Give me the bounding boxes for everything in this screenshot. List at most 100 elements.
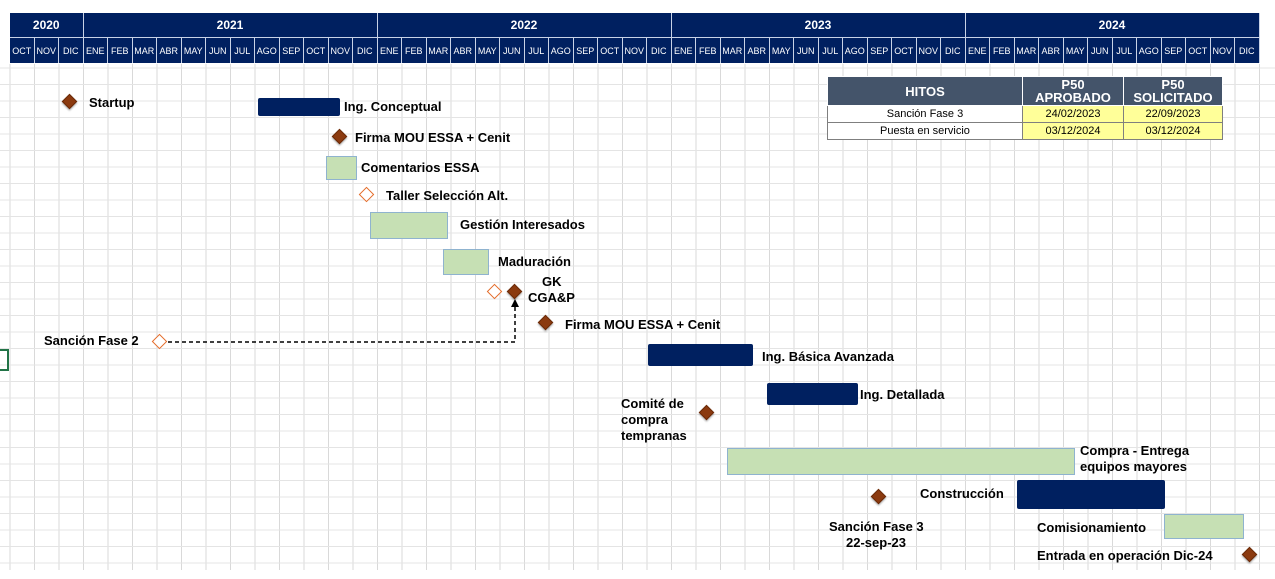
year-header-2020: 2020 (10, 13, 84, 37)
month-header: FEB (696, 37, 721, 63)
label-gestion: Gestión Interesados (460, 217, 585, 232)
label-maduracion: Maduración (498, 254, 571, 269)
month-header: ABR (451, 37, 476, 63)
hitos-cell-name: Puesta en servicio (827, 122, 1023, 140)
month-header: MAR (132, 37, 157, 63)
month-header: AGO (1137, 37, 1162, 63)
label-comite-line1: Comité de (621, 396, 684, 411)
table-row: Sanción Fase 3 24/02/2023 22/09/2023 (827, 105, 1223, 123)
label-firma-mou-2: Firma MOU ESSA + Cenit (565, 317, 721, 332)
month-header: AGO (549, 37, 574, 63)
month-header: JUL (230, 37, 255, 63)
month-header: ENE (965, 37, 990, 63)
label-construccion: Construcción (920, 486, 1004, 501)
label-ing-basica: Ing. Básica Avanzada (762, 349, 894, 364)
task-bar (1017, 480, 1165, 509)
label-ing-detallada: Ing. Detallada (860, 387, 945, 402)
label-comisionamiento: Comisionamiento (1037, 520, 1147, 535)
month-header: MAY (769, 37, 794, 63)
year-header-2023: 2023 (671, 13, 966, 37)
month-header: NOV (328, 37, 353, 63)
label-ing-conceptual: Ing. Conceptual (344, 99, 442, 114)
month-header: MAY (181, 37, 206, 63)
month-header: ENE (671, 37, 696, 63)
month-header: OCT (10, 37, 35, 63)
year-header-2021: 2021 (83, 13, 378, 37)
month-header: NOV (1210, 37, 1235, 63)
label-sancion3-line1: Sanción Fase 3 (829, 519, 924, 534)
month-header: SEP (1161, 37, 1186, 63)
month-header: OCT (1186, 37, 1211, 63)
hitos-header-name: HITOS (827, 76, 1023, 106)
hitos-header-aprobado: P50 APROBADO (1022, 76, 1124, 106)
label-comite-line2: compra (621, 412, 668, 427)
label-taller: Taller Selección Alt. (386, 188, 509, 203)
hitos-cell-name: Sanción Fase 3 (827, 105, 1023, 123)
task-bar (326, 156, 357, 180)
month-header: OCT (892, 37, 917, 63)
month-header: DIC (1235, 37, 1260, 63)
month-header: ENE (83, 37, 108, 63)
month-header: MAY (475, 37, 500, 63)
month-header: DIC (353, 37, 378, 63)
hitos-cell-aprobado: 24/02/2023 (1022, 105, 1124, 123)
month-header: JUN (206, 37, 231, 63)
label-comentarios-essa: Comentarios ESSA (361, 160, 480, 175)
task-bar (1164, 514, 1244, 539)
month-header: JUN (500, 37, 525, 63)
month-header: FEB (402, 37, 427, 63)
month-header: NOV (916, 37, 941, 63)
month-header: FEB (990, 37, 1015, 63)
month-header: OCT (598, 37, 623, 63)
label-sancion-fase-2: Sanción Fase 2 (44, 333, 139, 348)
label-compra-line2: equipos mayores (1080, 459, 1187, 474)
month-header: DIC (647, 37, 672, 63)
table-row: Puesta en servicio 03/12/2024 03/12/2024 (827, 122, 1223, 140)
task-bar (258, 98, 340, 116)
label-startup: Startup (89, 95, 135, 110)
hitos-header-aprobado-line1: P50 (1061, 77, 1085, 92)
month-header: JUL (1112, 37, 1137, 63)
month-header: ABR (1039, 37, 1064, 63)
hitos-cell-solicitado: 03/12/2024 (1123, 122, 1223, 140)
month-header: ENE (377, 37, 402, 63)
month-header: MAR (720, 37, 745, 63)
connector-arrowhead (511, 299, 519, 307)
month-header: SEP (867, 37, 892, 63)
month-header: ABR (157, 37, 182, 63)
hitos-header-solicitado-line1: P50 (1161, 77, 1185, 92)
month-header: SEP (573, 37, 598, 63)
month-header: MAR (1014, 37, 1039, 63)
month-header: AGO (843, 37, 868, 63)
month-header: JUN (794, 37, 819, 63)
task-bar (727, 448, 1075, 475)
hitos-cell-aprobado: 03/12/2024 (1022, 122, 1124, 140)
label-sancion3-line2: 22-sep-23 (846, 535, 906, 550)
hitos-header-solicitado-line2: SOLICITADO (1133, 90, 1213, 105)
selected-cell-indicator[interactable] (0, 349, 9, 371)
hitos-cell-solicitado: 22/09/2023 (1123, 105, 1223, 123)
month-header: OCT (304, 37, 329, 63)
label-firma-mou-1: Firma MOU ESSA + Cenit (355, 130, 511, 145)
month-header: ABR (745, 37, 770, 63)
label-gk-line1: GK (542, 274, 562, 289)
task-bar (370, 212, 448, 239)
month-header: DIC (941, 37, 966, 63)
year-header-2022: 2022 (377, 13, 672, 37)
month-header: DIC (59, 37, 84, 63)
month-header: MAY (1063, 37, 1088, 63)
month-header: SEP (279, 37, 304, 63)
label-compra-line1: Compra - Entrega (1080, 443, 1190, 458)
hitos-header-aprobado-line2: APROBADO (1035, 90, 1111, 105)
task-bar (648, 344, 753, 366)
hitos-header-solicitado: P50 SOLICITADO (1123, 76, 1223, 106)
month-header: JUL (818, 37, 843, 63)
label-entrada-operacion: Entrada en operación Dic-24 (1037, 548, 1213, 563)
month-header: NOV (34, 37, 59, 63)
month-header: FEB (108, 37, 133, 63)
task-bar (767, 383, 858, 405)
month-header: AGO (255, 37, 280, 63)
task-bar (443, 249, 489, 275)
month-header: MAR (426, 37, 451, 63)
